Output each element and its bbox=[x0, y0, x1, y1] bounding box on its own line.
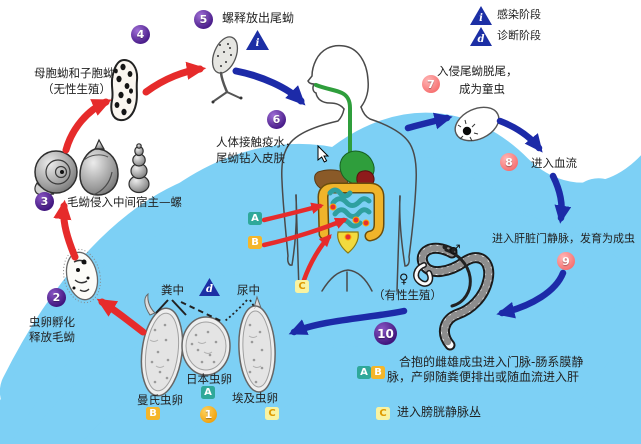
stage4-label-line1: 母胞蚴和子胞蚴 bbox=[34, 66, 115, 80]
stage6-label-line1: 人体接触疫水， bbox=[216, 135, 297, 149]
cercaria-illustration bbox=[211, 36, 243, 104]
arrow-sporocyst-to-cercaria bbox=[142, 61, 207, 96]
stage-circle-8: 8 bbox=[500, 153, 518, 171]
female-symbol: ♀ bbox=[399, 272, 409, 287]
arrow-adults-to-eggs bbox=[288, 307, 408, 336]
body-marker-b: B bbox=[248, 236, 262, 249]
note-marker-b: B bbox=[371, 366, 385, 379]
stage-circle-2: 2 bbox=[47, 288, 66, 307]
egg-mansoni-illustration bbox=[140, 292, 184, 397]
arrow-c-to-bladder bbox=[301, 234, 332, 283]
large-intestine bbox=[319, 184, 383, 240]
stage5-label: 螺释放出尾蚴 bbox=[222, 11, 295, 25]
mansoni-marker: B bbox=[146, 407, 160, 420]
stage-circle-6: 6 bbox=[267, 110, 286, 129]
stage-circle-3: 3 bbox=[35, 192, 54, 211]
stage-circle-10: 10 bbox=[374, 322, 397, 345]
arrow-egg-to-snail bbox=[53, 199, 79, 261]
stage3-label: 毛蚴侵入中间宿主—螺 bbox=[67, 195, 182, 209]
esophagus bbox=[314, 83, 352, 155]
planorbid-snail bbox=[34, 150, 78, 196]
egg-haematobium-illustration bbox=[238, 295, 276, 393]
japonicum-marker: A bbox=[201, 386, 215, 399]
mansoni-egg-label: 曼氏虫卵 bbox=[137, 393, 183, 407]
note-marker-a: A bbox=[357, 366, 371, 379]
bladder-plexus-label: 进入膀胱静脉丛 bbox=[397, 405, 482, 419]
red-arrows bbox=[53, 61, 348, 336]
diagnosis-stage-label: 诊断阶段 bbox=[497, 29, 541, 42]
round-snail bbox=[79, 138, 119, 196]
mouse-cursor bbox=[317, 144, 330, 163]
body-marker-a: A bbox=[248, 212, 262, 225]
infection-stage-label: 感染阶段 bbox=[497, 8, 541, 21]
arrow-to-bloodstream bbox=[496, 117, 543, 153]
turret-snail bbox=[128, 143, 150, 194]
stage10-label-line2: 脉，产卵随粪便排出或随血流进入肝 bbox=[387, 370, 580, 384]
stage-circle-4: 4 bbox=[131, 25, 150, 44]
snail-illustrations bbox=[34, 138, 150, 196]
digestive-organs bbox=[314, 83, 385, 254]
arrow-to-portal-vein bbox=[549, 172, 572, 224]
sporocyst-illustration bbox=[110, 58, 139, 122]
stage2-label-line2: 释放毛蚴 bbox=[29, 330, 75, 344]
note-marker-c: C bbox=[376, 407, 390, 420]
urine-label: 尿中 bbox=[237, 283, 260, 297]
stage7-label-line2: 成为童虫 bbox=[459, 82, 505, 96]
haematobium-marker: C bbox=[265, 407, 279, 420]
stage2-label-line1: 虫卵孵化 bbox=[29, 315, 75, 329]
stage7-label-line1: 入侵尾蚴脱尾， bbox=[437, 64, 518, 78]
haematobium-egg-label: 埃及虫卵 bbox=[232, 391, 278, 405]
stage9-label: 进入肝脏门静脉，发育为成虫 bbox=[492, 232, 635, 245]
stage-circle-9: 9 bbox=[557, 252, 575, 270]
stage-circle-5: 5 bbox=[194, 10, 213, 29]
adult-worms-illustration bbox=[413, 242, 495, 351]
bladder bbox=[337, 231, 359, 254]
blue-arrows bbox=[232, 67, 572, 336]
arrow-b-to-bowel bbox=[261, 217, 348, 248]
japonicum-egg-label: 日本虫卵 bbox=[186, 372, 232, 386]
arrow-eggs-to-hatch bbox=[96, 298, 147, 336]
stage6-label-line2: 尾蚴钻入皮肤 bbox=[216, 151, 285, 165]
arrow-to-adults bbox=[496, 269, 567, 319]
arrow-snail-to-sporocyst bbox=[62, 98, 112, 154]
stage8-label: 进入血流 bbox=[531, 156, 577, 170]
stage4-label-line2: （无性生殖） bbox=[42, 82, 111, 96]
body-marker-c: C bbox=[295, 280, 309, 293]
male-symbol: ♂ bbox=[449, 243, 461, 258]
schistosomulum-illustration bbox=[454, 106, 500, 142]
feces-label: 粪中 bbox=[161, 283, 184, 297]
sexual-reproduction-label: （有性生殖） bbox=[373, 288, 442, 302]
arrow-cercaria-to-skin bbox=[232, 67, 306, 106]
arrow-a-to-bowel bbox=[261, 202, 324, 223]
egg-japonicum-illustration bbox=[181, 316, 231, 376]
stage-circle-1: 1 bbox=[200, 406, 217, 423]
ova-deposit-dots bbox=[329, 203, 370, 241]
hatching-egg-illustration bbox=[63, 248, 101, 304]
arrow-body-to-schistosomulum bbox=[404, 112, 453, 132]
stage-circle-7: 7 bbox=[422, 75, 440, 93]
stage10-label-line1: 合抱的雌雄成虫进入门脉-肠系膜静 bbox=[399, 355, 584, 369]
excretion-lines bbox=[155, 299, 256, 322]
